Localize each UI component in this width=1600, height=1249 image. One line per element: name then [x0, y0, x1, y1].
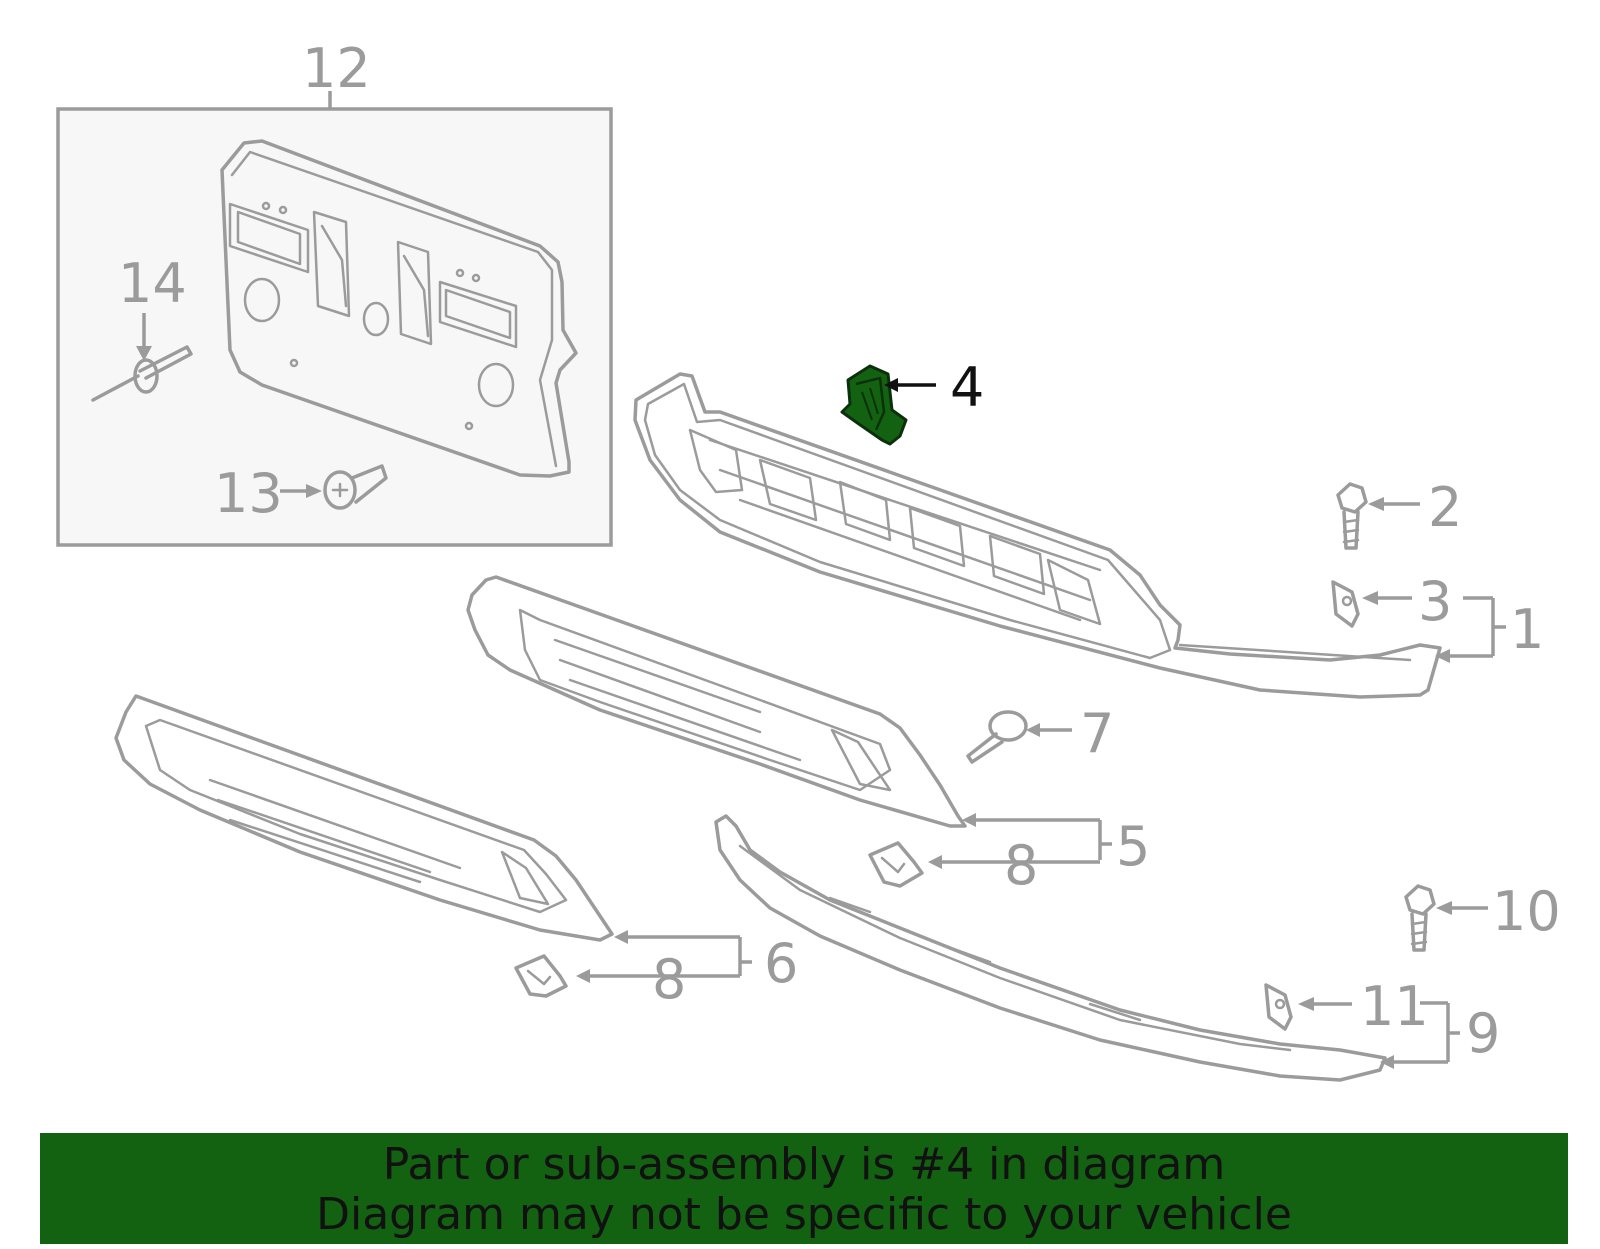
screw — [323, 464, 388, 510]
callout-14: 14 — [118, 252, 187, 315]
callout-8-lower: 8 — [652, 948, 686, 1011]
callout-13: 13 — [214, 462, 283, 525]
callout-1: 1 — [1510, 598, 1544, 661]
callout-9: 9 — [1466, 1002, 1500, 1065]
callout-3: 3 — [1418, 570, 1452, 633]
upper-grille-assembly — [633, 372, 1442, 699]
banner-line-2: Diagram may not be specific to your vehi… — [316, 1189, 1292, 1240]
rivet — [91, 345, 193, 402]
bolt — [1336, 482, 1368, 550]
clip-nut — [1331, 580, 1360, 628]
callout-12: 12 — [302, 37, 371, 100]
lower-cover-panel — [114, 694, 614, 942]
center-cover-panel — [466, 575, 967, 828]
tapping-screw — [966, 710, 1028, 764]
callout-5: 5 — [1116, 815, 1150, 878]
callout-10: 10 — [1492, 880, 1561, 943]
retainer-clip-upper — [868, 841, 924, 888]
lower-deflector-strip — [714, 814, 1387, 1082]
inset-box-12 — [56, 107, 613, 547]
callout-7: 7 — [1080, 702, 1114, 765]
clip-nut-lower — [1264, 983, 1293, 1031]
info-banner: Part or sub-assembly is #4 in diagram Di… — [40, 1133, 1568, 1244]
callout-2: 2 — [1428, 476, 1462, 539]
callout-4: 4 — [950, 356, 984, 419]
callout-11: 11 — [1360, 975, 1429, 1038]
license-plate-bracket — [220, 139, 578, 478]
callout-6: 6 — [764, 932, 798, 995]
highlighted-bracket-part-4 — [840, 364, 908, 446]
bolt-lower — [1404, 884, 1436, 952]
banner-line-1: Part or sub-assembly is #4 in diagram — [382, 1139, 1226, 1190]
retainer-clip-lower — [514, 954, 568, 998]
callout-8-upper: 8 — [1004, 834, 1038, 897]
